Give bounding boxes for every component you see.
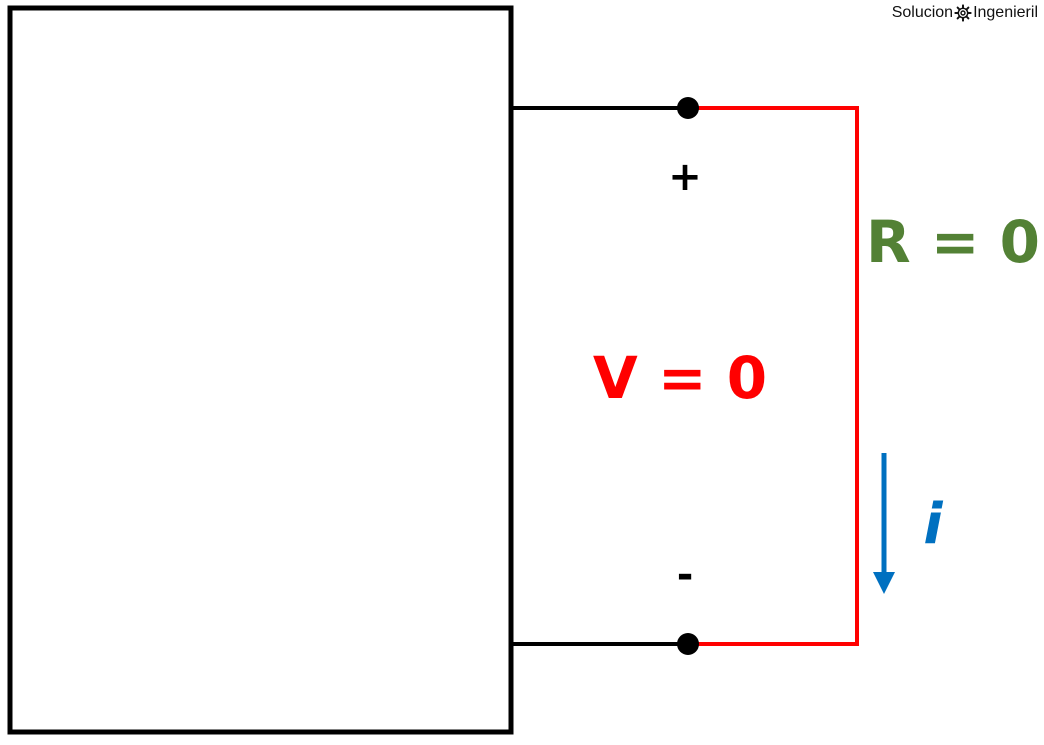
- watermark-text-right: Ingenieril: [973, 4, 1038, 21]
- plus-sign: +: [668, 154, 702, 200]
- short-circuit-wire: [688, 106, 859, 646]
- current-arrow-head: [873, 572, 895, 594]
- bottom-terminal-node: [677, 633, 699, 655]
- voltage-label: V = 0: [593, 344, 767, 412]
- watermark-text-left: Solucion: [891, 4, 954, 21]
- gear-icon: [954, 4, 972, 22]
- minus-sign: -: [677, 552, 694, 598]
- network-box: [7, 5, 514, 735]
- current-label: i: [923, 492, 943, 557]
- watermark-logo: Solucion Ingenieril: [892, 4, 1038, 22]
- resistance-label: R = 0: [866, 208, 1040, 276]
- top-terminal-node: [677, 97, 699, 119]
